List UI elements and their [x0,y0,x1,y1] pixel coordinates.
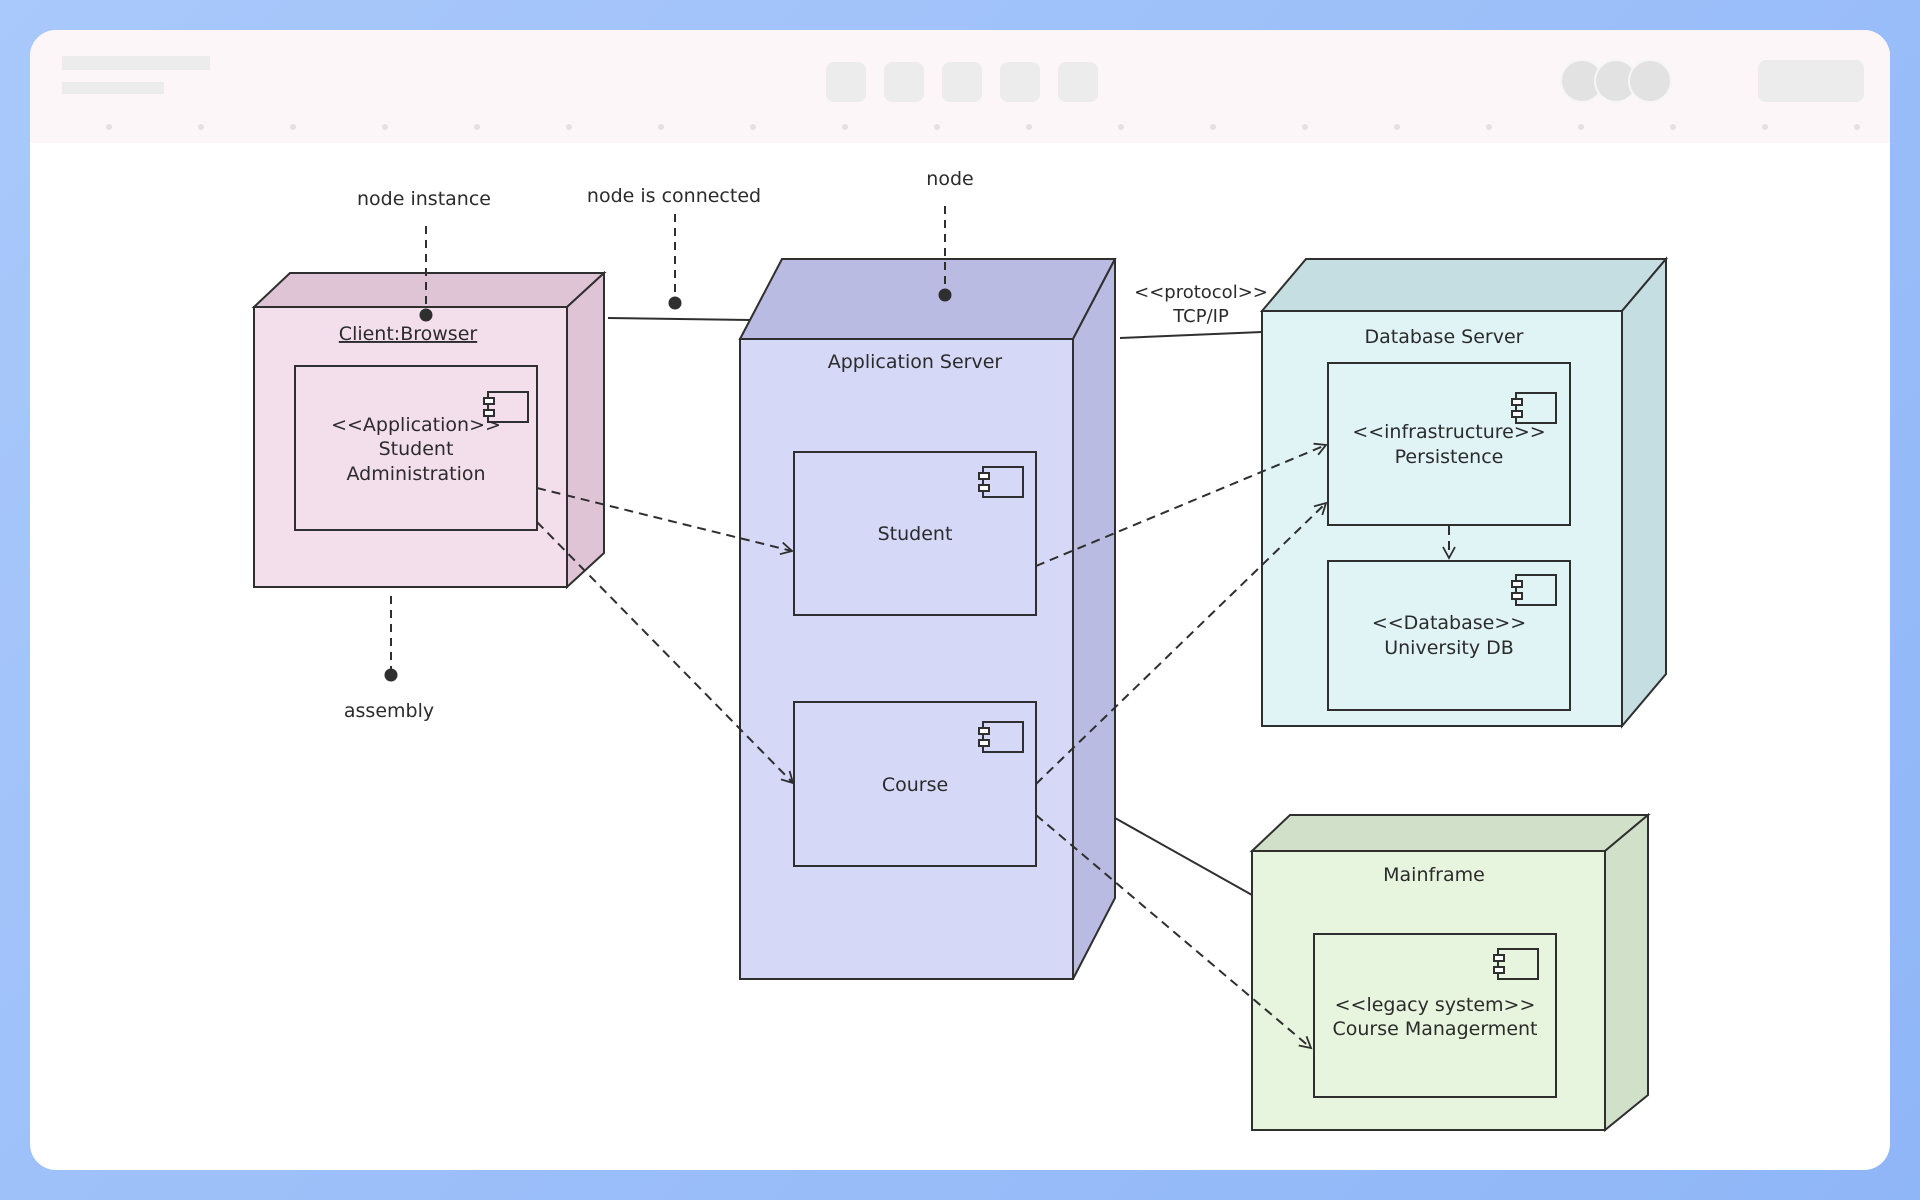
persistence-component[interactable]: <<infrastructure>> Persistence [1327,362,1571,526]
dependency-arrow[interactable] [536,487,794,556]
toolbar-button-2[interactable] [884,62,924,102]
student-component-label: Student [878,523,953,545]
course-component[interactable]: Course [793,701,1037,867]
student-administration-component[interactable]: <<Application>> Student Administration [294,365,538,531]
node-instance-dot [419,308,433,322]
annotations [390,206,946,670]
toolbar-button-5[interactable] [1058,62,1098,102]
toolbar-button-1[interactable] [826,62,866,102]
toolbar-button-3[interactable] [942,62,982,102]
node-dot [938,288,952,302]
university-db-stereotype: <<Database>> [1372,612,1526,634]
university-db-label: University DB [1384,637,1514,659]
app-db-association[interactable] [1119,331,1263,339]
db-node-side [1621,256,1667,729]
annotation-node-connected: node is connected [587,185,761,207]
client-browser-node[interactable]: Client:Browser <<Application>> Student A… [251,270,607,590]
toolbar-button-4[interactable] [1000,62,1040,102]
client-component-stereotype: <<Application>> [331,414,501,436]
dependency-arrow[interactable] [1035,814,1313,1050]
dependency-arrow[interactable] [1035,442,1328,567]
avatar[interactable] [1628,59,1672,103]
mainframe-node-title: Mainframe [1383,864,1485,886]
app-mainframe-association[interactable] [1114,817,1253,896]
course-component-label: Course [882,774,948,796]
dependency-arrow[interactable] [1035,501,1328,785]
client-component-line1: Student [379,438,454,460]
course-management-stereotype: <<legacy system>> [1335,994,1536,1016]
database-server-node[interactable]: Database Server <<infrastructure>> Persi… [1259,256,1669,729]
university-db-component[interactable]: <<Database>> University DB [1327,560,1571,711]
persistence-stereotype: <<infrastructure>> [1352,421,1545,443]
application-server-node[interactable]: Application Server Student Course [738,258,1117,980]
share-button[interactable] [1758,60,1864,102]
app-node-top [738,258,1117,340]
db-node-top [1259,258,1669,312]
subtitle-placeholder [62,82,164,94]
title-placeholder [62,56,210,70]
dependencies [536,442,1456,1050]
toolbar [30,30,1890,143]
app-node-front [739,338,1074,980]
associations [607,317,1263,896]
db-node-title: Database Server [1364,326,1523,348]
course-management-label: Course Managerment [1332,1018,1537,1040]
mainframe-node-side [1604,812,1649,1133]
annotation-assembly: assembly [344,700,434,722]
course-management-component[interactable]: <<legacy system>> Course Managerment [1313,933,1557,1098]
app-node-side [1072,258,1116,980]
annotation-node-instance: node instance [357,188,491,210]
client-node-side [566,270,605,590]
dependency-arrow[interactable] [536,521,795,785]
annotation-node: node [926,168,973,190]
client-node-title: Client:Browser [339,323,478,345]
protocol-stereotype: <<protocol>> [1134,282,1268,303]
student-component[interactable]: Student [793,451,1037,616]
node-connected-dot [668,296,682,310]
persistence-label: Persistence [1395,446,1504,468]
client-component-line2: Administration [346,463,485,485]
mainframe-node-top [1249,814,1651,852]
app-node-title: Application Server [828,351,1003,373]
assembly-dot [384,668,398,682]
client-node-top [251,272,607,308]
mainframe-node[interactable]: Mainframe <<legacy system>> Course Manag… [1249,812,1651,1133]
annotation-dots [384,288,952,682]
client-app-association[interactable] [607,317,751,321]
protocol-name: TCP/IP [1172,306,1229,327]
